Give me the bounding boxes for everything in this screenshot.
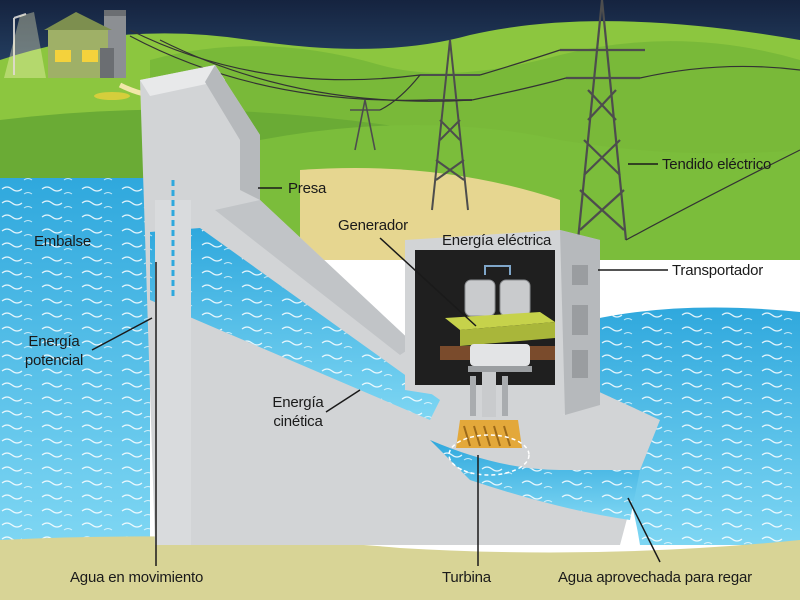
label-embalse: Embalse (34, 233, 91, 250)
label-generador: Generador (338, 217, 408, 234)
label-energia-electrica: Energía eléctrica (442, 232, 552, 249)
label-agua-en-movimiento: Agua en movimiento (70, 569, 204, 586)
label-energia-cinetica: Energía cinética (258, 393, 338, 431)
label-agua-aprovechada-para-regar: Agua aprovechada para regar (558, 569, 752, 586)
label-transportador: Transportador (672, 262, 764, 279)
label-energia-potencial-line1: Energía (28, 333, 80, 350)
dam-structure (140, 65, 660, 545)
label-energia-potencial-line2: potencial (24, 352, 84, 369)
power-tower-icon (350, 99, 380, 151)
label-energia-potencial: Energía potencial (14, 332, 94, 370)
street-lamp-icon (4, 12, 46, 78)
label-presa: Presa (288, 180, 327, 197)
label-energia-cinetica-line2: cinética (273, 413, 323, 430)
leader-lines (91, 163, 668, 566)
foreground-ground (0, 536, 800, 600)
turbine-icon (448, 372, 530, 476)
label-turbina: Turbina (442, 569, 491, 586)
power-tower-icon (420, 39, 480, 211)
power-tower-icon (560, 0, 645, 241)
power-station-building-icon (44, 10, 130, 100)
label-tendido-electrico: Tendido eléctrico (662, 156, 772, 173)
generator-icon (440, 265, 555, 372)
label-energia-cinetica-line1: Energía (272, 394, 324, 411)
power-line (129, 29, 800, 241)
